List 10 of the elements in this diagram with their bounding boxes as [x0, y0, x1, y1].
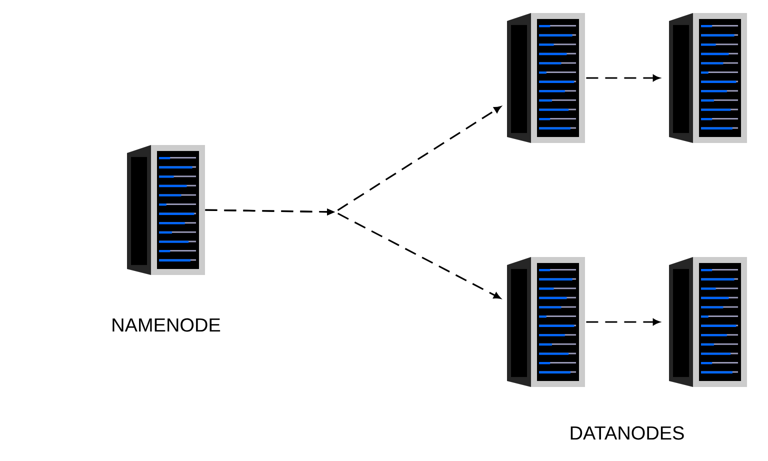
server-drawing [507, 13, 585, 143]
server-drawing [669, 257, 747, 387]
group-label: DATANODES [570, 426, 684, 440]
arrow [586, 74, 660, 82]
server-drawing [669, 13, 747, 143]
node-caption: NAMENODE [112, 318, 220, 332]
server-drawing [507, 257, 585, 387]
server-drawing [127, 145, 205, 275]
arrow [586, 318, 660, 326]
arrow [205, 208, 501, 299]
